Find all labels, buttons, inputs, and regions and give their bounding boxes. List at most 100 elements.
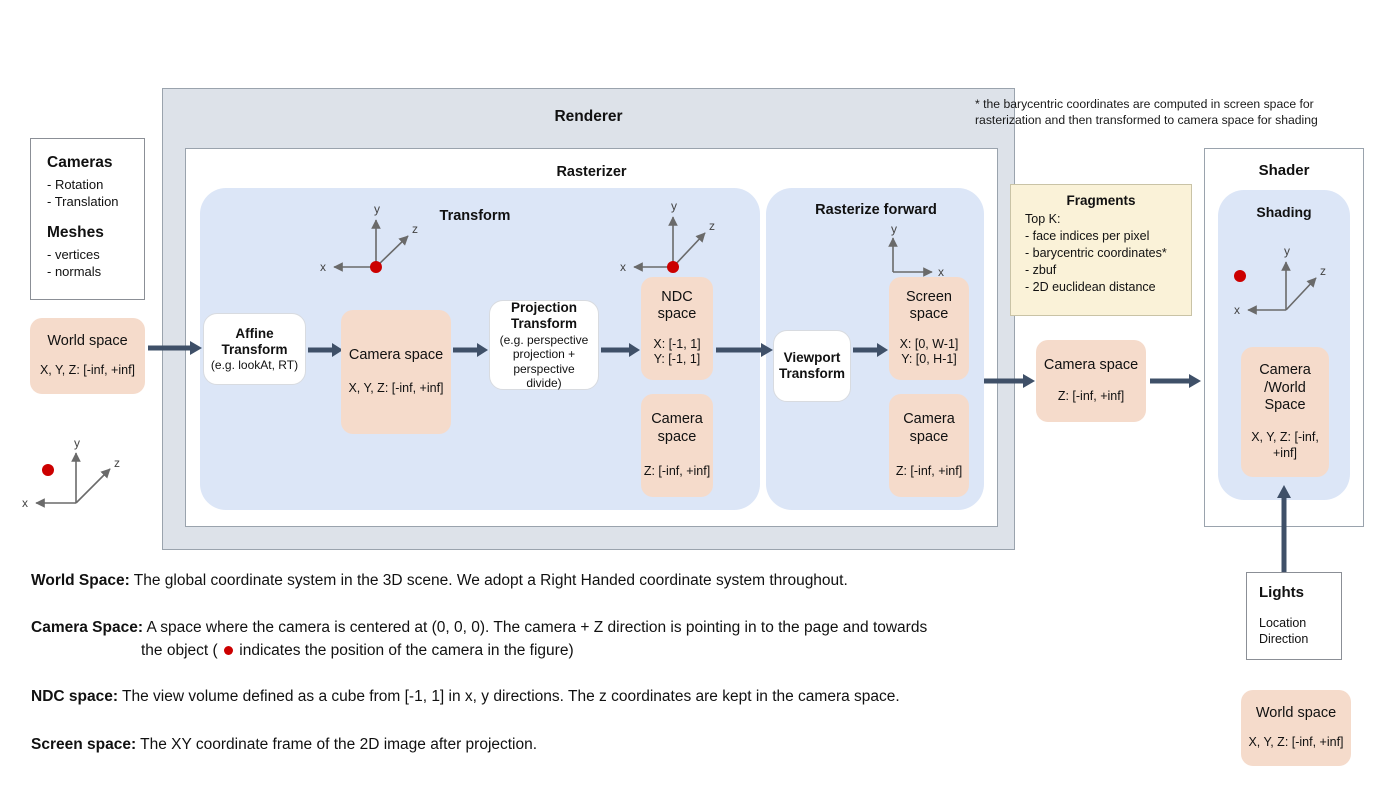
- svg-text:y: y: [891, 222, 897, 236]
- arrow-lights-to-shading: [1274, 484, 1294, 574]
- svg-text:y: y: [374, 202, 380, 216]
- affine-transform-node: Affine Transform (e.g. lookAt, RT): [203, 313, 306, 385]
- camera-world-line1: Camera: [1259, 362, 1311, 379]
- ndc-title-line1: NDC: [661, 288, 693, 305]
- fragments-item-zbuf: - zbuf: [1025, 262, 1057, 277]
- transform-title: Transform: [439, 208, 511, 224]
- shading-title: Shading: [1256, 204, 1312, 220]
- meshes-heading: Meshes: [47, 224, 104, 242]
- legend-row-world-space: World Space: The global coordinate syste…: [31, 570, 1121, 592]
- fragments-item-face-indices: - face indices per pixel: [1025, 228, 1150, 243]
- arrow-camera-space-4-to-shader: [1150, 372, 1202, 390]
- camera-space-1-range: X, Y, Z: [-inf, +inf]: [348, 380, 444, 395]
- camera-space-2-title-line2: space: [657, 428, 697, 445]
- svg-text:z: z: [709, 219, 715, 233]
- legend-row-ndc-space: NDC space: The view volume defined as a …: [31, 686, 1121, 708]
- svg-text:z: z: [114, 456, 120, 470]
- arrow-rasterizer-to-camera-space-4: [984, 372, 1036, 390]
- inputs-cameras-meshes-box: Cameras - Rotation - Translation Meshes …: [30, 138, 145, 300]
- ndc-axis-widget: y x z: [620, 195, 730, 280]
- shading-axis-widget: y x z: [1224, 240, 1344, 330]
- rasterize-forward-title: Rasterize forward: [815, 202, 937, 218]
- camera-space-2-title-line1: Camera: [651, 411, 703, 428]
- camera-world-line3: Space: [1264, 397, 1306, 414]
- svg-text:y: y: [1284, 244, 1290, 258]
- viewport-title-line2: Transform: [778, 366, 846, 381]
- camera-dot-icon: [42, 464, 54, 476]
- screen-title-line2: space: [909, 306, 949, 323]
- world-space-bottom-title: World space: [1255, 704, 1337, 721]
- svg-text:x: x: [22, 496, 28, 510]
- world-space-bottom-range: X, Y, Z: [-inf, +inf]: [1248, 735, 1344, 750]
- camera-space-3-range: Z: [-inf, +inf]: [895, 464, 963, 479]
- transform-axis-widget: y x z: [318, 200, 438, 300]
- projection-title-line1: Projection: [510, 299, 577, 315]
- world-space-title: World space: [47, 332, 128, 349]
- fragments-title: Fragments: [1066, 193, 1136, 208]
- cameras-item-rotation: - Rotation: [47, 176, 104, 192]
- ndc-space-node: NDC space X: [-1, 1] Y: [-1, 1]: [641, 277, 713, 380]
- legend-term-ndc-space: NDC space:: [31, 688, 118, 706]
- projection-title-line2: Transform: [510, 315, 578, 331]
- svg-text:x: x: [1234, 303, 1240, 317]
- arrow-viewport-to-screen: [853, 341, 889, 359]
- arrow-projection-to-ndc: [601, 341, 641, 359]
- svg-text:x: x: [938, 265, 944, 279]
- affine-title-line2: Transform: [221, 341, 288, 357]
- renderer-title: Renderer: [554, 108, 623, 125]
- renderer-footnote: * the barycentric coordinates are comput…: [975, 97, 1318, 128]
- svg-text:z: z: [412, 222, 418, 236]
- arrow-camera-space-to-projection: [453, 341, 489, 359]
- fragments-lead: Top K:: [1025, 212, 1061, 226]
- camera-space-2-range: Z: [-inf, +inf]: [643, 464, 711, 479]
- legend-camera-space-pre: the object (: [141, 641, 222, 659]
- legend-term-world-space: World Space:: [31, 572, 130, 589]
- legend-text-camera-space: A space where the camera is centered at …: [143, 619, 928, 637]
- arrow-affine-to-camera-space: [308, 341, 344, 359]
- lights-title: Lights: [1259, 584, 1304, 601]
- legend-term-camera-space: Camera Space:: [31, 619, 144, 637]
- camera-space-node-2: Camera space Z: [-inf, +inf]: [641, 394, 713, 497]
- viewport-title-line1: Viewport: [783, 349, 841, 365]
- legend-camera-space-post: indicates the position of the camera in …: [235, 641, 574, 659]
- world-space-node: World space X, Y, Z: [-inf, +inf]: [30, 318, 145, 394]
- camera-space-node-3: Camera space Z: [-inf, +inf]: [889, 394, 969, 497]
- screen-space-node: Screen space X: [0, W-1] Y: [0, H-1]: [889, 277, 969, 380]
- legend-text-screen-space: The XY coordinate frame of the 2D image …: [136, 735, 538, 753]
- camera-space-node-4: Camera space Z: [-inf, +inf]: [1036, 340, 1146, 422]
- camera-dot-icon: [1234, 270, 1246, 282]
- camera-world-space-node: Camera /World Space X, Y, Z: [-inf, +inf…: [1241, 347, 1329, 477]
- svg-text:y: y: [74, 436, 80, 450]
- screen-title-line1: Screen: [906, 288, 952, 305]
- legend-term-screen-space: Screen space:: [31, 735, 137, 753]
- svg-text:z: z: [1320, 264, 1326, 278]
- arrow-world-to-affine: [148, 338, 204, 358]
- svg-text:x: x: [320, 260, 326, 274]
- camera-world-line2: /World: [1264, 379, 1306, 396]
- legend-text-camera-space-line2: the object ( indicates the position of t…: [31, 640, 1121, 662]
- arrow-ndc-to-viewport: [716, 341, 774, 359]
- ndc-range-y: Y: [-1, 1]: [653, 352, 701, 367]
- legend-text-world-space: The global coordinate system in the 3D s…: [129, 572, 848, 589]
- svg-text:x: x: [620, 260, 626, 274]
- legend-section: World Space: The global coordinate syste…: [31, 570, 1121, 756]
- camera-space-4-range: Z: [-inf, +inf]: [1057, 388, 1125, 403]
- affine-subtitle: (e.g. lookAt, RT): [210, 357, 299, 372]
- cameras-heading: Cameras: [47, 154, 113, 171]
- affine-title-line1: Affine: [235, 325, 274, 341]
- meshes-item-normals: - normals: [47, 264, 102, 280]
- ndc-range-x: X: [-1, 1]: [653, 336, 701, 351]
- camera-dot-icon: [667, 261, 679, 273]
- svg-text:y: y: [671, 199, 677, 213]
- camera-world-range: X, Y, Z: [-inf, +inf]: [1251, 430, 1319, 461]
- cameras-item-translation: - Translation: [47, 194, 119, 210]
- fragments-box: Fragments Top K: - face indices per pixe…: [1010, 184, 1192, 316]
- camera-dot-icon: [224, 646, 233, 656]
- lights-box: Lights Location Direction: [1246, 572, 1342, 660]
- legend-text-ndc-space: The view volume defined as a cube from […: [118, 688, 900, 706]
- camera-space-4-title: Camera space: [1043, 357, 1139, 374]
- screen-axis-widget: y x: [866, 222, 966, 282]
- world-space-range: X, Y, Z: [-inf, +inf]: [39, 363, 136, 378]
- shader-title: Shader: [1258, 162, 1310, 179]
- world-space-node-bottom: World space X, Y, Z: [-inf, +inf]: [1241, 690, 1351, 766]
